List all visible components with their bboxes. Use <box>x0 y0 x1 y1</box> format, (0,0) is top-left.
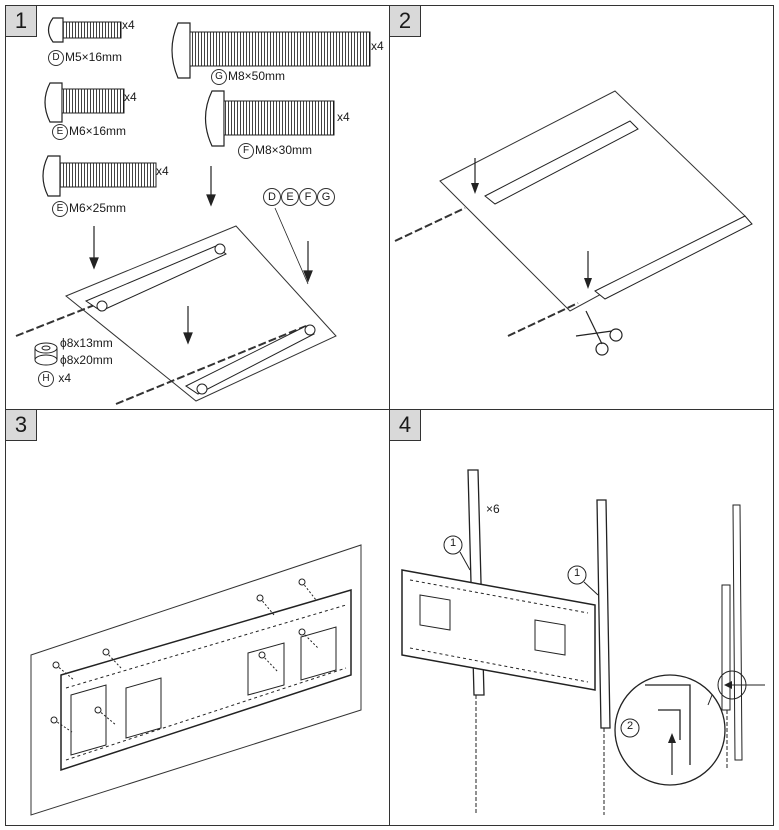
screw-f-size: M8×30mm <box>255 143 313 158</box>
screw-e16-qty: x4 <box>124 90 137 104</box>
callout-1-right: 1 <box>574 567 581 579</box>
step-4-panel: 4 <box>389 409 774 826</box>
step-4-illustration <box>401 469 765 815</box>
screw-g-icon <box>171 22 371 79</box>
group-letter-d: D <box>263 188 281 206</box>
group-letter-f: F <box>299 188 317 206</box>
screw-inserts <box>50 578 319 733</box>
screw-g-qty: x4 <box>371 39 384 53</box>
scissors-icon <box>575 310 623 356</box>
screw-f-qty: x4 <box>337 110 350 124</box>
spacer-small-size: ϕ8x13mm <box>60 336 113 350</box>
part-letter-d: D <box>48 50 64 66</box>
screw-g-size: M8×50mm <box>228 69 286 84</box>
callout-1-left: 1 <box>450 537 457 549</box>
tv-arm-right <box>596 499 611 815</box>
step-number: 2 <box>390 6 421 37</box>
step-3-panel: 3 <box>5 409 390 826</box>
part-letter-g: G <box>211 69 227 85</box>
group-letter-e: E <box>281 188 299 206</box>
step-3-illustration <box>30 544 362 816</box>
screw-e25-size: M6×25mm <box>69 201 127 216</box>
step-number: 3 <box>6 410 37 441</box>
step-1-illustration <box>15 17 371 405</box>
insert-arrows <box>89 166 313 345</box>
side-view-drawing <box>721 504 765 770</box>
spacer-large-size: ϕ8x20mm <box>60 353 113 367</box>
tv-back-drawing <box>15 225 337 405</box>
spacer-h-label: H x4 <box>38 371 71 387</box>
step-number: 4 <box>390 410 421 441</box>
screw-d-qty: x4 <box>122 18 135 32</box>
screw-f-icon <box>204 90 335 147</box>
spacer-h-icon <box>34 342 58 366</box>
part-letter-e: E <box>52 201 68 217</box>
screw-e16-size: M6×16mm <box>69 124 127 139</box>
step-2-illustration <box>394 90 753 356</box>
wall-plate-drawing <box>401 569 596 691</box>
spacer-h-qty: x4 <box>58 371 72 386</box>
anchor-qty: ×6 <box>486 502 500 516</box>
callout-2: 2 <box>627 720 634 732</box>
mounting-plate-drawing <box>60 588 352 772</box>
detail-zoom-circle <box>614 670 747 786</box>
part-letter-f: F <box>238 143 254 159</box>
step-1-panel: 1 <box>5 5 390 410</box>
step-number: 1 <box>6 6 37 37</box>
group-letter-g: G <box>317 188 335 206</box>
part-letter-e: E <box>52 124 68 140</box>
screw-d-icon <box>47 17 122 43</box>
screw-e25-qty: x4 <box>156 164 169 178</box>
screw-d-size: M5×16mm <box>65 50 123 65</box>
step-2-panel: 2 <box>389 5 774 410</box>
screw-e25-icon <box>42 155 157 197</box>
screw-e16-icon <box>44 82 125 123</box>
part-letter-h: H <box>38 371 54 387</box>
